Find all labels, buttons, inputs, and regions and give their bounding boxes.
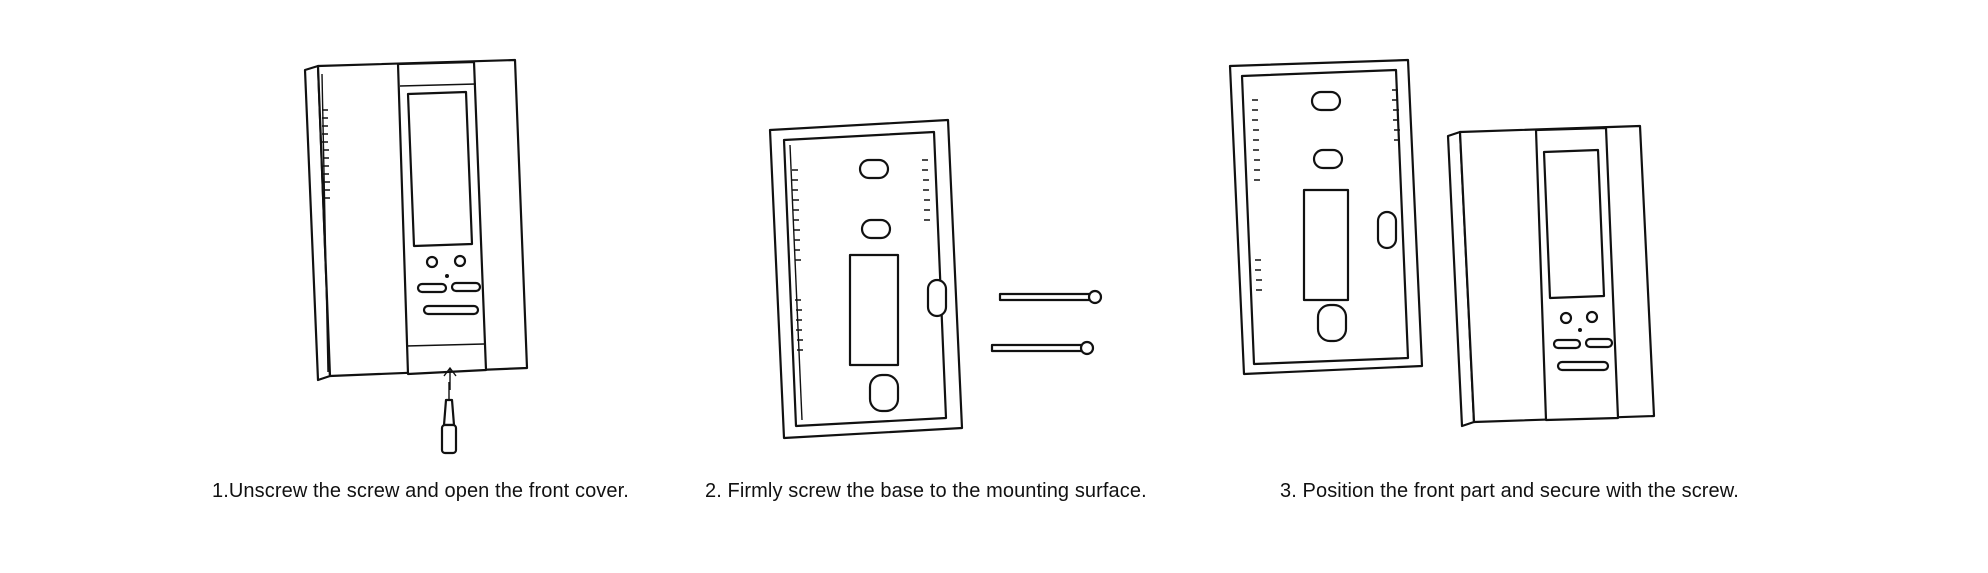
step-2-caption: 2. Firmly screw the base to the mounting… (705, 480, 1147, 502)
step-1-panel: 1.Unscrew the screw and open the front c… (0, 0, 700, 573)
screwdriver-icon (440, 382, 458, 455)
step-3-panel: 3. Position the front part and secure wi… (1200, 0, 1988, 573)
thermostat-front-icon (303, 58, 529, 455)
up-arrow-icon (443, 366, 457, 390)
step-1-caption: 1.Unscrew the screw and open the front c… (212, 480, 629, 502)
step-3-caption: 3. Position the front part and secure wi… (1280, 480, 1739, 502)
step-2-panel: 2. Firmly screw the base to the mounting… (700, 0, 1260, 573)
thermostat-front-icon (1446, 124, 1656, 428)
mounting-base-icon (1228, 58, 1424, 376)
mounting-base-icon (768, 118, 964, 440)
screw-icon (990, 289, 1103, 356)
